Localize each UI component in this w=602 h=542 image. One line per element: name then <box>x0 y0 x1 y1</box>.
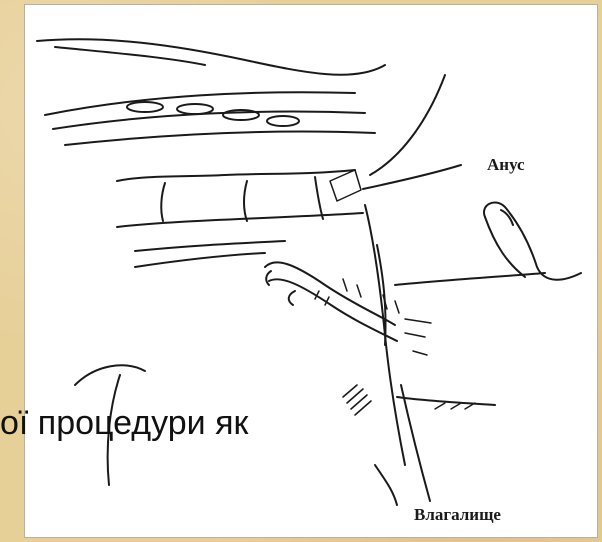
oval-mark-4 <box>267 116 299 126</box>
upper-contour-line <box>37 39 385 75</box>
shaded-hatch <box>343 385 371 415</box>
anatomical-illustration: Анус Влагалище <box>24 4 598 538</box>
anus-pointer-line <box>363 165 461 189</box>
right-body-contour <box>370 75 445 175</box>
label-vagina: Влагалище <box>414 505 501 525</box>
lower-right-contour <box>397 397 495 405</box>
right-body-line <box>395 273 545 285</box>
oval-mark-2 <box>177 104 213 114</box>
suture-marks <box>343 279 399 313</box>
oval-mark-1 <box>127 102 163 112</box>
thumb-right <box>484 202 581 279</box>
vagina-pointer-line <box>401 385 430 501</box>
label-anus: Анус <box>487 155 525 175</box>
retractor-upper <box>117 170 355 181</box>
mid-body-line <box>135 241 285 251</box>
slide-caption-text: ої процедури як <box>0 404 248 443</box>
lower-left-contour <box>75 365 145 385</box>
finger-left <box>265 262 395 325</box>
upper-contour-line-2 <box>55 47 205 65</box>
retractor-lower <box>117 213 363 227</box>
illustration-drawing <box>25 5 599 539</box>
